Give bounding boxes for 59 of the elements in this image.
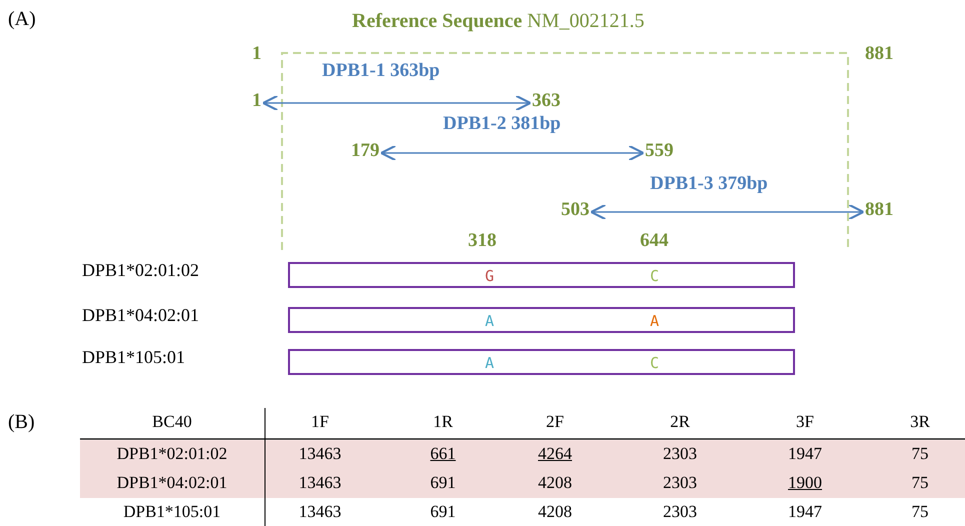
allele-bar xyxy=(288,262,795,288)
table-cell: 4208 xyxy=(538,502,572,522)
table-cell: DPB1*04:02:01 xyxy=(116,473,228,493)
table-cell: 75 xyxy=(912,444,928,464)
table-cell: 2303 xyxy=(663,502,697,522)
base-letter: A xyxy=(650,312,660,330)
sequence-title: Reference Sequence NM_002121.5 xyxy=(352,10,644,33)
allele-name: DPB1*105:01 xyxy=(82,347,186,368)
table-cell: 1900 xyxy=(788,473,822,493)
table-cell: DPB1*105:01 xyxy=(123,502,221,522)
table-cell: 1947 xyxy=(788,502,822,522)
allele-bar xyxy=(288,307,795,333)
edge-label: DPB1-1 363bp xyxy=(322,60,440,82)
edge-label: DPB1-3 379bp xyxy=(650,173,768,195)
allele-bar xyxy=(288,349,795,375)
base-letter: A xyxy=(485,312,494,330)
table-cell: 2303 xyxy=(663,444,697,464)
position-number: 503 xyxy=(561,199,590,221)
position-number: 559 xyxy=(645,140,674,162)
column-header: 1F xyxy=(311,412,329,432)
column-header: 2F xyxy=(546,412,564,432)
table-cell: 1947 xyxy=(788,444,822,464)
column-header: 2R xyxy=(670,412,690,432)
table-cell: 13463 xyxy=(298,444,342,464)
column-header: 1R xyxy=(433,412,453,432)
position-number: 179 xyxy=(351,140,380,162)
base-letter: G xyxy=(485,267,494,285)
table-cell: 13463 xyxy=(298,473,342,493)
table-cell: DPB1*02:01:02 xyxy=(116,444,228,464)
table-cell: 4264 xyxy=(538,444,572,464)
column-header: 3R xyxy=(910,412,930,432)
position-number: 363 xyxy=(532,90,560,112)
position-number: 1 xyxy=(252,43,262,65)
table-cell: 691 xyxy=(430,473,456,493)
double-arrow xyxy=(262,94,532,112)
allele-name: DPB1*04:02:01 xyxy=(82,305,200,326)
column-header: 3F xyxy=(796,412,814,432)
base-letter: C xyxy=(650,354,660,372)
double-arrow xyxy=(380,144,645,162)
column-header: BC40 xyxy=(152,412,192,432)
table-cell: 4208 xyxy=(538,473,572,493)
position-number: 881 xyxy=(865,43,894,65)
allele-name: DPB1*02:01:02 xyxy=(82,260,200,281)
table-cell: 75 xyxy=(912,473,928,493)
base-letter: A xyxy=(485,354,494,372)
position-number: 644 xyxy=(640,230,668,252)
table-cell: 75 xyxy=(912,502,928,522)
table-cell: 13463 xyxy=(298,502,342,522)
table-cell: 2303 xyxy=(663,473,697,493)
position-number: 881 xyxy=(865,199,894,221)
base-letter: C xyxy=(650,267,660,285)
table-cell: 691 xyxy=(430,502,456,522)
edge-label: DPB1-2 381bp xyxy=(443,113,561,135)
table-cell: 661 xyxy=(430,444,456,464)
double-arrow xyxy=(590,204,865,220)
position-number: 1 xyxy=(252,90,262,112)
panel-letter: (B) xyxy=(8,411,35,434)
panel-letter: (A) xyxy=(8,8,36,31)
position-number: 318 xyxy=(468,230,496,252)
